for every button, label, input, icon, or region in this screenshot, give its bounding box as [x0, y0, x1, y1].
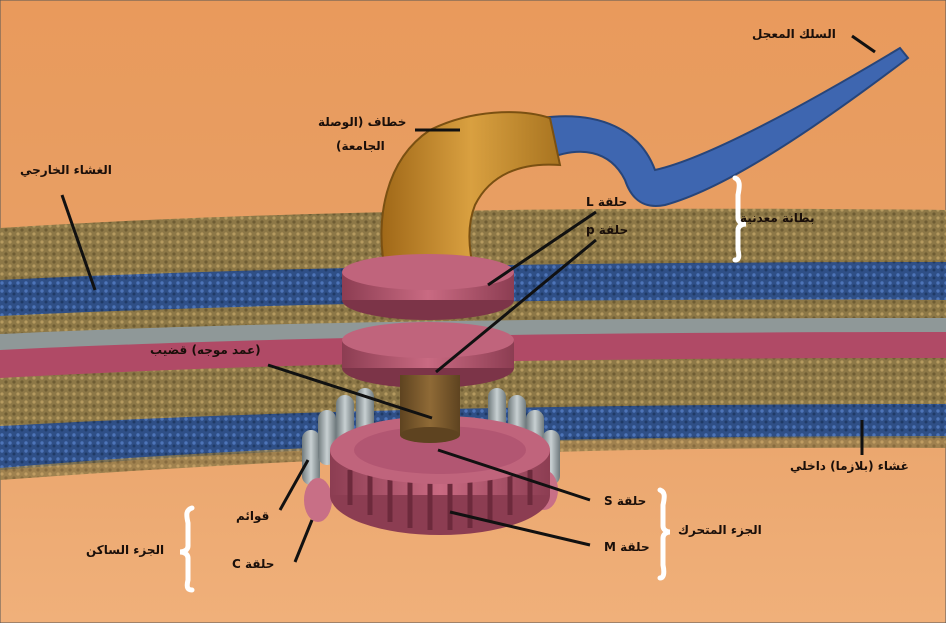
label-p-ring: حلقة p: [586, 222, 628, 238]
rod: [400, 375, 460, 435]
label-stator: الجزء الساكن: [86, 542, 164, 558]
label-l-ring: حلقة L: [586, 194, 627, 210]
label-supports: قوائم: [236, 508, 269, 524]
label-cell-wall: بطانة معدنية: [740, 210, 814, 226]
label-rotor: الجزء المتحرك: [678, 522, 762, 538]
label-inner-membrane: غشاء (بلازما) داخلي: [790, 458, 909, 474]
label-rod: (عمد موجه) قضيب: [150, 342, 261, 358]
label-s-ring: حلقة S: [604, 493, 646, 509]
label-hook-line1: خطاف (الوصلة: [318, 114, 406, 130]
label-c-ring: حلقة C: [232, 556, 274, 572]
label-flagellum: السلك المعجل: [752, 26, 836, 42]
label-hook-line2: الجامعة): [336, 138, 385, 154]
label-m-ring: حلقة M: [604, 539, 650, 555]
label-outer-membrane: الغشاء الخارجي: [20, 162, 112, 178]
